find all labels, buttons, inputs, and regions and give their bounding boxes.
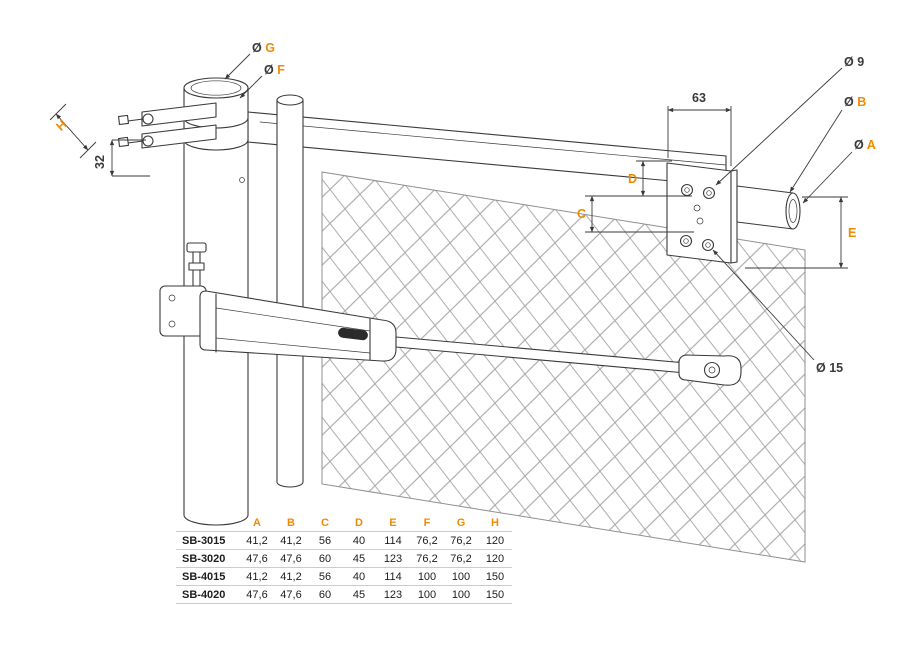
dim-diameter-9: Ø 9 — [715, 55, 864, 186]
gate-top-rail — [247, 111, 727, 187]
table-cell: 40 — [342, 532, 376, 550]
table-cell: 100 — [410, 586, 444, 604]
dim-label-63: 63 — [692, 91, 706, 105]
table-cell: 114 — [376, 532, 410, 550]
dim-diameter-f: Ø F — [239, 63, 285, 99]
plate-hole — [693, 204, 701, 212]
mounting-plate — [666, 162, 738, 264]
table-cell: 47,6 — [274, 550, 308, 568]
table-row-model: SB-4020 — [176, 586, 240, 604]
dim-f-letter: F — [277, 63, 285, 77]
table-cell: 76,2 — [444, 550, 478, 568]
dim-g-letter: G — [265, 41, 275, 55]
clamp-bolt-top — [142, 113, 154, 125]
dim-c: C — [577, 195, 694, 233]
dim-label-d: D — [628, 172, 637, 186]
table-cell: 150 — [478, 568, 512, 586]
table-cell: 100 — [444, 568, 478, 586]
dim-label-diameter-f: Ø F — [264, 63, 285, 77]
dim-b-letter: B — [857, 95, 866, 109]
dim-label-32: 32 — [93, 155, 107, 169]
table-row-model: SB-4015 — [176, 568, 240, 586]
table-cell: 120 — [478, 532, 512, 550]
table-cell: 60 — [308, 550, 342, 568]
table-cell: 47,6 — [274, 586, 308, 604]
dim-a-symbol: Ø — [854, 138, 867, 152]
clamp-bolt-bottom — [142, 135, 154, 147]
dim-32: 32 — [93, 139, 150, 177]
gate-hinge-post — [276, 94, 304, 488]
brand-logo — [338, 327, 368, 341]
table-header-h: H — [478, 514, 512, 532]
table-header-c: C — [308, 514, 342, 532]
table-cell: 150 — [478, 586, 512, 604]
table-cell: 41,2 — [240, 532, 274, 550]
table-row-model: SB-3020 — [176, 550, 240, 568]
dim-label-h: H — [54, 117, 70, 133]
table-cell: 41,2 — [274, 568, 308, 586]
table-header-g: G — [444, 514, 478, 532]
table-cell: 45 — [342, 586, 376, 604]
dim-g-symbol: Ø — [252, 41, 265, 55]
plate-bolt-top-right — [702, 186, 716, 200]
dim-label-e: E — [848, 226, 856, 240]
dim-e: E — [745, 196, 856, 269]
gate-operator-arm — [159, 242, 742, 386]
table-cell: 123 — [376, 586, 410, 604]
table-cell: 76,2 — [410, 532, 444, 550]
table-cell: 41,2 — [274, 532, 308, 550]
dim-a-letter: A — [867, 138, 876, 152]
dim-d: D — [628, 160, 692, 197]
table-cell: 100 — [444, 586, 478, 604]
plate-hole — [696, 217, 704, 225]
rod-end-joint — [678, 354, 742, 386]
gate-frame-bar — [736, 185, 801, 230]
dim-label-diameter-b: Ø B — [844, 95, 866, 109]
dim-label-diameter-15: Ø 15 — [816, 361, 843, 375]
table-header-a: A — [240, 514, 274, 532]
actuator-body — [199, 290, 397, 362]
table-cell: 76,2 — [410, 550, 444, 568]
dim-diameter-b: Ø B — [789, 95, 866, 193]
table-cell: 40 — [342, 568, 376, 586]
dim-63: 63 — [667, 91, 732, 166]
plate-bolt-top-left — [680, 183, 694, 197]
table-cell: 100 — [410, 568, 444, 586]
table-cell: 47,6 — [240, 586, 274, 604]
table-cell: 56 — [308, 568, 342, 586]
spec-table: A B C D E F G H SB-3015 41,2 41,2 56 40 … — [176, 514, 512, 604]
table-cell: 76,2 — [444, 532, 478, 550]
dim-label-diameter-a: Ø A — [854, 138, 876, 152]
dim-label-c: C — [577, 207, 586, 221]
dim-b-symbol: Ø — [844, 95, 857, 109]
dim-diameter-g: Ø G — [224, 41, 275, 80]
dim-diameter-15: Ø 15 — [712, 249, 843, 375]
dim-h: H — [49, 103, 97, 159]
table-row-model: SB-3015 — [176, 532, 240, 550]
mounting-bolt — [186, 242, 207, 289]
table-cell: 45 — [342, 550, 376, 568]
table-cell: 60 — [308, 586, 342, 604]
dim-f-symbol: Ø — [264, 63, 277, 77]
rear-mount-bracket — [159, 285, 207, 337]
table-cell: 41,2 — [240, 568, 274, 586]
table-header-d: D — [342, 514, 376, 532]
dim-label-diameter-g: Ø G — [252, 41, 275, 55]
dim-label-diameter-9: Ø 9 — [844, 55, 864, 69]
table-cell: 123 — [376, 550, 410, 568]
table-cell: 120 — [478, 550, 512, 568]
plate-bolt-bottom-left — [679, 234, 693, 248]
table-header-e: E — [376, 514, 410, 532]
table-cell: 47,6 — [240, 550, 274, 568]
table-cell: 114 — [376, 568, 410, 586]
plate-bolt-bottom-right — [701, 238, 715, 252]
table-cell: 56 — [308, 532, 342, 550]
table-header-b: B — [274, 514, 308, 532]
dim-diameter-a: Ø A — [802, 138, 876, 204]
table-header-f: F — [410, 514, 444, 532]
table-corner — [176, 514, 240, 532]
